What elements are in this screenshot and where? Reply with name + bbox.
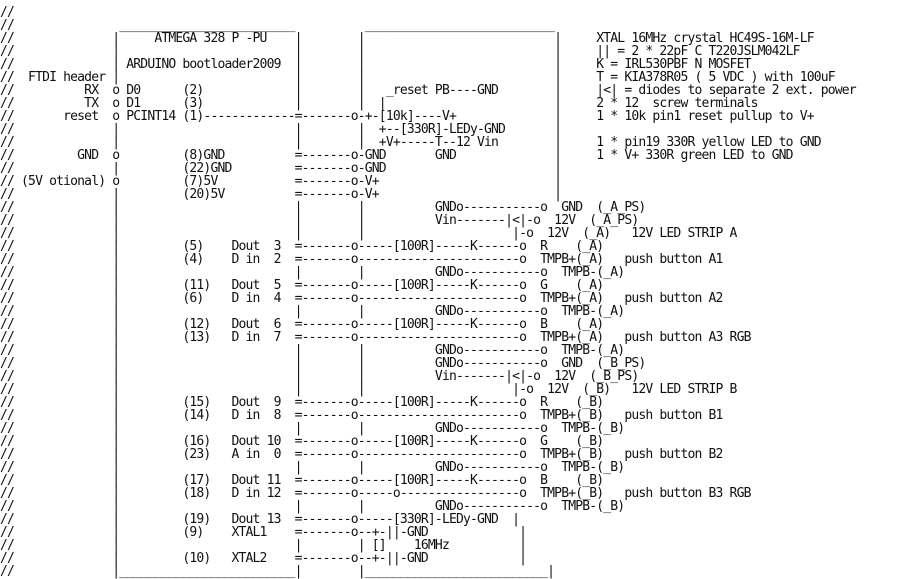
- schematic-line: // | (17) Dout 11 =-------o-----[100R]--…: [0, 473, 604, 488]
- schematic-line: // | | | | || = 2 * 22pF C T220JSLM042LF: [0, 44, 801, 59]
- schematic-line: // | | | Vin-------|<|-o 12V (_B_PS): [0, 369, 639, 384]
- schematic-line: // | | | GNDo-----------o TMPB-(_B): [0, 460, 625, 475]
- schematic-line: // _________________________ ___________…: [0, 18, 555, 33]
- schematic-line: // | ATMEGA 328 P -PU | | | XTAL 16MHz c…: [0, 31, 815, 46]
- schematic-line: // | | | Vin-------|<|-o 12V (_A_PS): [0, 213, 639, 228]
- schematic-line: // | (22)GND =-------o-GND |: [0, 161, 562, 176]
- schematic-line: // | (4) D in 2 =-------o---------------…: [0, 252, 723, 267]
- schematic-line: // | | | GNDo-----------o GND (_A_PS): [0, 200, 646, 215]
- schematic-line: // | (5) Dout 3 =-------o-----[100R]----…: [0, 239, 604, 254]
- schematic-line: // | (19) Dout 13 =-------o-----[330R]-L…: [0, 512, 520, 527]
- schematic-line: // TX o D1 (3) | | | | 2 * 12 screw term…: [0, 96, 758, 111]
- schematic-line: // | | | GNDo-----------o TMPB-(_A): [0, 265, 625, 280]
- schematic-line: // | (14) D in 8 =-------o--------------…: [0, 408, 723, 423]
- schematic-line: // reset o PCINT14 (1)-------------=----…: [0, 109, 815, 124]
- schematic-line: // | (11) Dout 5 =-------o-----[100R]---…: [0, 278, 604, 293]
- schematic-line: // | | | |-o 12V (_A) 12V LED STRIP A: [0, 226, 737, 241]
- schematic-line: //: [0, 5, 15, 20]
- schematic-line: // | | | [] 16MHz |: [0, 538, 527, 553]
- schematic-line: // | | | GNDo-----------o TMPB-(_A): [0, 343, 625, 358]
- schematic-line: // | (10) XTAL2 =-------o--+-||-GND |: [0, 551, 527, 566]
- schematic-line: // GND o (8)GND =-------o-GND GND | 1 * …: [0, 148, 794, 163]
- schematic-line: // | | | GNDo-----------o GND (_B_PS): [0, 356, 646, 371]
- schematic-line: // | (23) A in 0 =-------o--------------…: [0, 447, 723, 462]
- schematic-line: // | | | +--[330R]-LEDy-GND |: [0, 122, 562, 137]
- schematic-line: // |_________________________| |________…: [0, 564, 555, 579]
- schematic-line: // | | | GNDo-----------o TMPB-(_B): [0, 421, 625, 436]
- ascii-schematic: //// _________________________ _________…: [0, 5, 857, 579]
- schematic-line: // | | | GNDo-----------o TMPB-(_A): [0, 304, 625, 319]
- schematic-line: // | (12) Dout 6 =-------o-----[100R]---…: [0, 317, 604, 332]
- schematic-line: // | | | +V+-----T--12 Vin | 1 * pin19 3…: [0, 135, 822, 150]
- schematic-line: // (5V otional) o (7)5V =-------o-V+ |: [0, 174, 562, 189]
- schematic-line: // | (20)5V =-------o-V+ |: [0, 187, 562, 202]
- schematic-line: // | (15) Dout 9 =-------o-----[100R]---…: [0, 395, 604, 410]
- schematic-line: // | | | GNDo-----------o TMPB-(_B): [0, 499, 625, 514]
- schematic-line: // | (16) Dout 10 =-------o-----[100R]--…: [0, 434, 604, 449]
- schematic-line: // FTDI header | | | | T = KIA378R05 ( 5…: [0, 70, 836, 85]
- schematic-line: // | (18) D in 12 =-------o-----o-------…: [0, 486, 751, 501]
- schematic-line: // | (9) XTAL1 =-------o--+-||-GND |: [0, 525, 527, 540]
- schematic-line: // RX o D0 (2) | | _reset PB----GND | |<…: [0, 83, 857, 98]
- schematic-line: // | (13) D in 7 =-------o--------------…: [0, 330, 751, 345]
- schematic-line: // | (6) D in 4 =-------o---------------…: [0, 291, 723, 306]
- schematic-line: // | | | |-o 12V (_B) 12V LED STRIP B: [0, 382, 737, 397]
- schematic-line: // | ARDUINO bootloader2009 | | | K = IR…: [0, 57, 751, 72]
